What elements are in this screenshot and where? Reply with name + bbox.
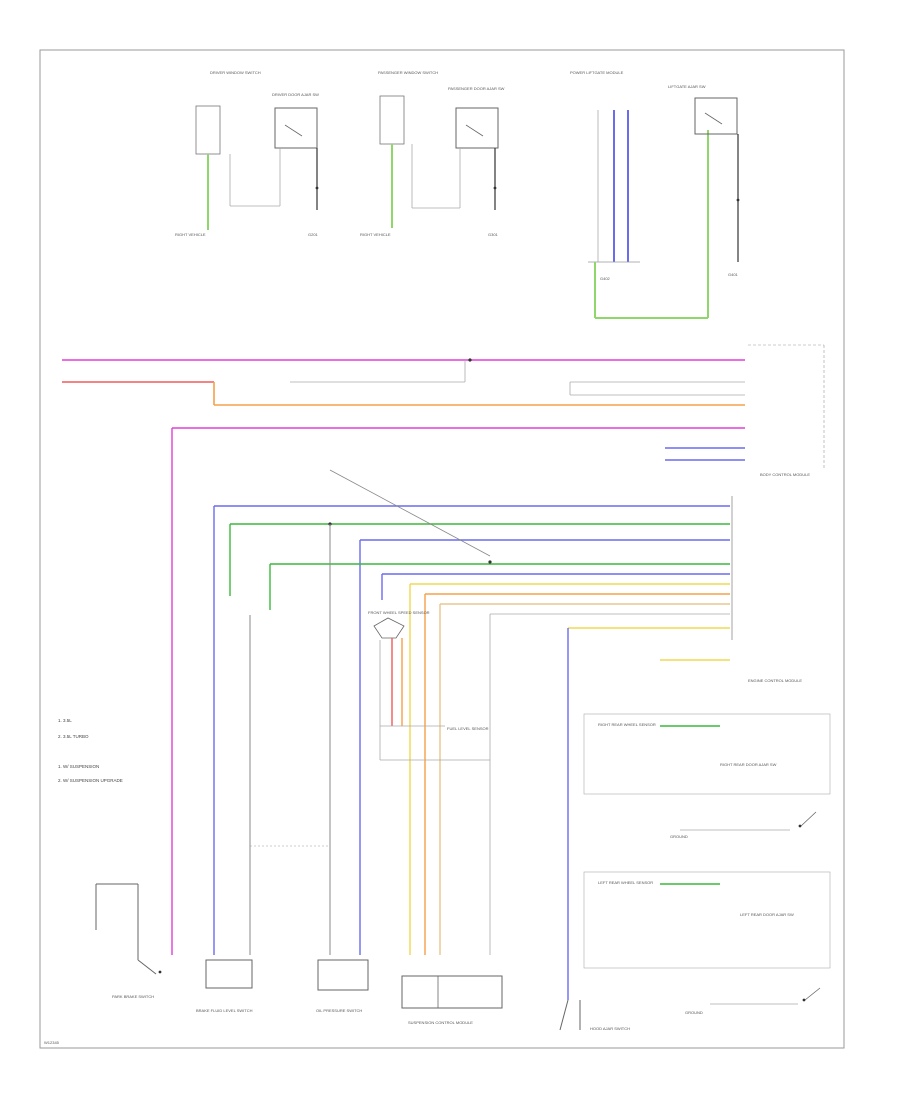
liftgate-ground-label: G402: [600, 276, 611, 281]
bcm-label: BODY CONTROL MODULE: [760, 472, 810, 477]
right-rear-sensor-label: RIGHT REAR WHEEL SENSOR: [598, 722, 656, 727]
front-wheel-sensor-label: FRONT WHEEL SPEED SENSOR: [368, 610, 430, 615]
liftgate-ajar-switch: LIFTGATE AJAR SW G401: [668, 84, 740, 277]
ground-left-label: GROUND: [685, 1010, 703, 1015]
legend-item-4: 2. W/ SUSPENSION UPGRADE: [58, 778, 123, 783]
brake-fluid-label: BRAKE FLUID LEVEL SWITCH: [196, 1008, 253, 1013]
park-brake-label: PARK BRAKE SWITCH: [112, 994, 154, 999]
fuel-level-sensor-label: FUEL LEVEL SENSOR: [447, 726, 489, 731]
diagram-frame: [39, 49, 845, 1049]
right-rear-door-label: RIGHT REAR DOOR AJAR SW: [720, 762, 777, 767]
driver-lin-label: RIGHT VEHICLE: [175, 232, 206, 237]
driver-door-ajar-label: DRIVER DOOR AJAR SW: [272, 92, 319, 97]
liftgate-ajar-label: LIFTGATE AJAR SW: [668, 84, 706, 89]
passenger-lin-label: RIGHT VEHICLE: [360, 232, 391, 237]
legend: 1. 3.5L 2. 3.5L TURBO 1. W/ SUSPENSION 2…: [58, 718, 123, 783]
ecm-label: ENGINE CONTROL MODULE: [748, 678, 802, 683]
passenger-door-ajar-label: PASSENGER DOOR AJAR SW: [448, 86, 505, 91]
front-wheel-sensor: FRONT WHEEL SPEED SENSOR: [368, 610, 430, 726]
suspension-module: SUSPENSION CONTROL MODULE: [401, 975, 503, 1025]
liftgate-module-label: POWER LIFTGATE MODULE: [570, 70, 624, 75]
oil-pressure-label: OIL PRESSURE SWITCH: [316, 1008, 362, 1013]
oil-pressure-switch: OIL PRESSURE SWITCH: [316, 959, 369, 1013]
suspension-module-label: SUSPENSION CONTROL MODULE: [408, 1020, 473, 1025]
ground-right-label: GROUND: [670, 834, 688, 839]
liftgate-ground-2-label: G401: [728, 272, 739, 277]
passenger-ground-label: G301: [488, 232, 499, 237]
hood-ajar-label: HOOD AJAR SWITCH: [590, 1026, 630, 1031]
driver-window-switch: DRIVER WINDOW SWITCH: [195, 70, 280, 230]
hood-ajar-switch: HOOD AJAR SWITCH: [559, 999, 630, 1031]
driver-door-ajar-switch: DRIVER DOOR AJAR SW: [272, 92, 319, 210]
left-rear-door-label: LEFT REAR DOOR AJAR SW: [740, 912, 794, 917]
figure-id: W12345: [44, 1040, 60, 1045]
legend-item-3: 1. W/ SUSPENSION: [58, 764, 99, 769]
passenger-door-ajar-switch: PASSENGER DOOR AJAR SW: [448, 86, 505, 210]
right-rear-module: RIGHT REAR WHEEL SENSOR RIGHT REAR DOOR …: [583, 713, 831, 839]
legend-item-2: 2. 3.5L TURBO: [58, 734, 89, 739]
driver-ground-label: G201: [308, 232, 319, 237]
left-rear-sensor-label: LEFT REAR WHEEL SENSOR: [598, 880, 653, 885]
park-brake-switch: PARK BRAKE SWITCH: [95, 883, 162, 999]
brake-fluid-switch: BRAKE FLUID LEVEL SWITCH: [196, 959, 253, 1013]
passenger-window-switch: PASSENGER WINDOW SWITCH: [378, 70, 460, 228]
legend-item-1: 1. 3.5L: [58, 718, 72, 723]
left-rear-module: LEFT REAR WHEEL SENSOR LEFT REAR DOOR AJ…: [583, 871, 831, 1015]
liftgate-module: POWER LIFTGATE MODULE G402: [570, 70, 709, 319]
driver-window-switch-label: DRIVER WINDOW SWITCH: [210, 70, 261, 75]
passenger-window-switch-label: PASSENGER WINDOW SWITCH: [378, 70, 438, 75]
